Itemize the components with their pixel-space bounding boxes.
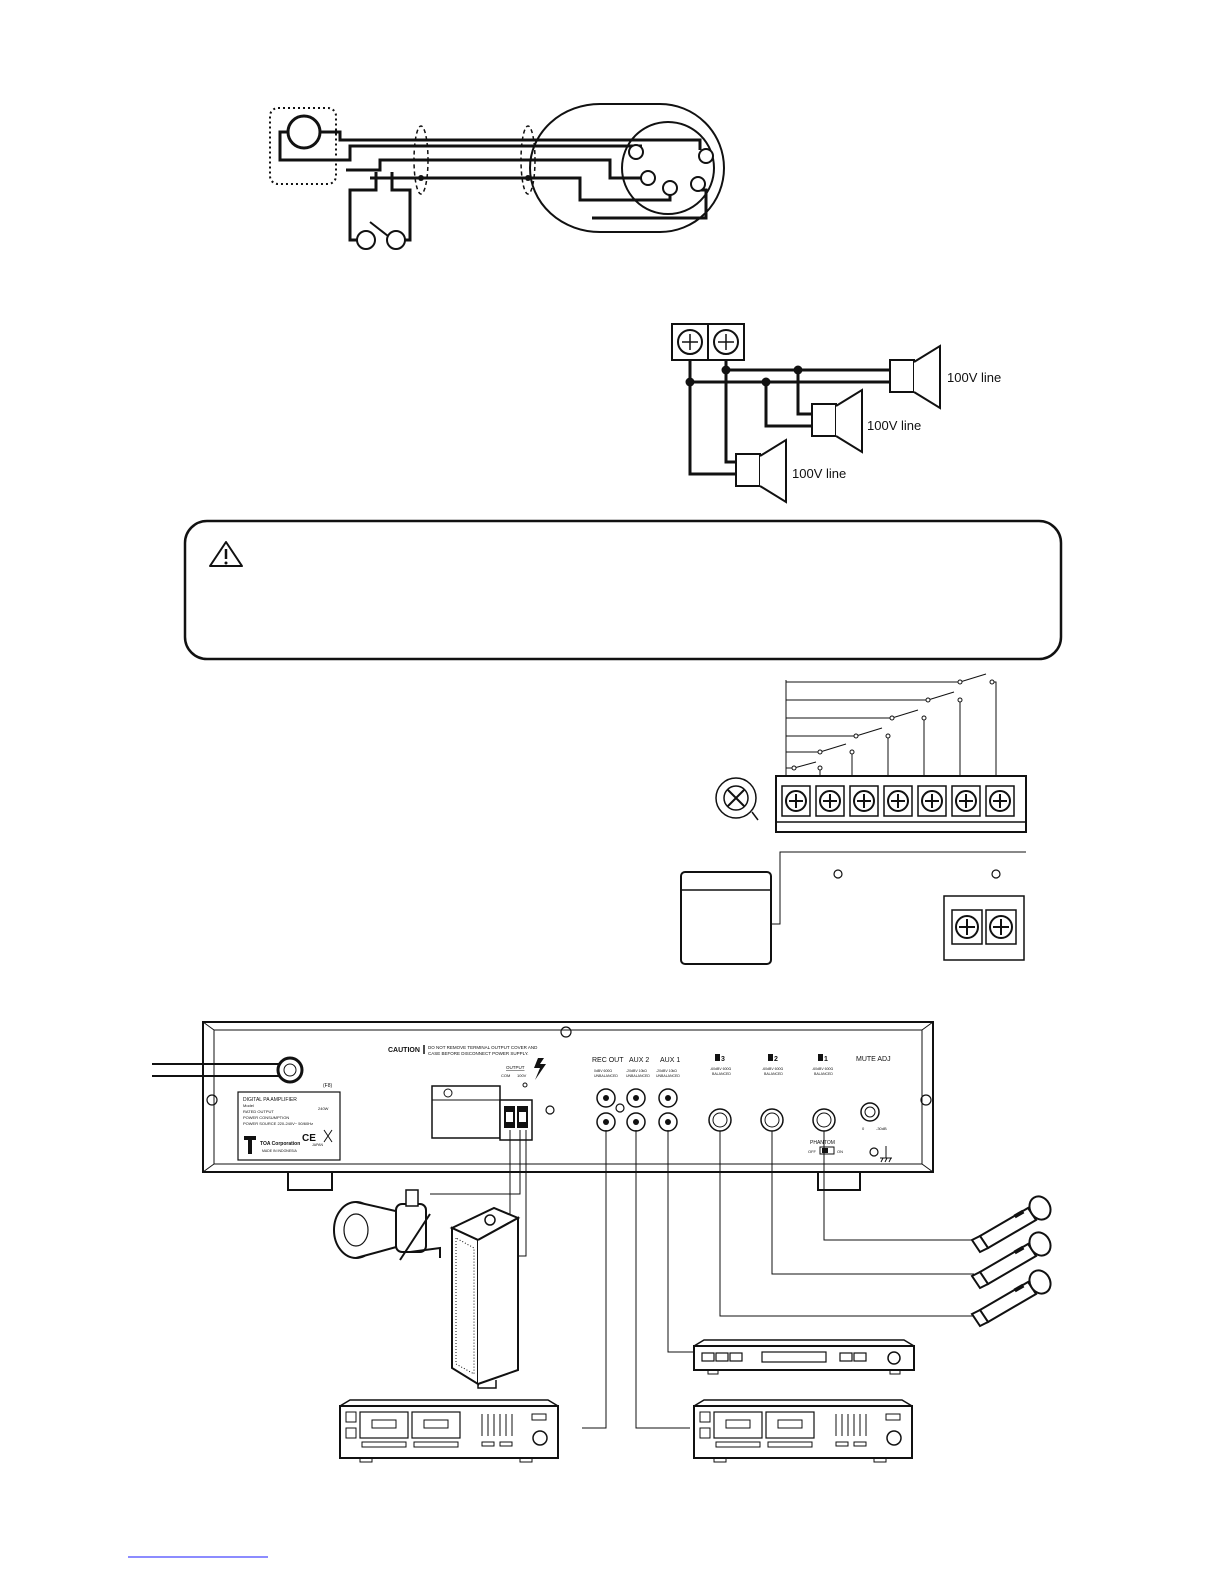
microphone-1	[970, 1195, 1052, 1254]
mic3-label: 3	[721, 1056, 725, 1063]
caution-box	[183, 519, 1063, 661]
mic2-label: 2	[774, 1056, 778, 1063]
high-voltage-icon	[534, 1058, 546, 1080]
rec-out-spec-1: 0dBV 600Ω	[594, 1069, 612, 1073]
mute-terminal-strip	[715, 673, 1027, 833]
ground-icon	[880, 1146, 892, 1163]
amplifier-rear-panel: (F8) DIGITAL PA AMPLIFIER Model RATED OU…	[152, 1021, 934, 1191]
horn-speaker	[333, 1189, 441, 1261]
microphone-3	[970, 1269, 1052, 1328]
mic3-spec-2: BALANCED	[712, 1072, 731, 1076]
microphone-2	[970, 1231, 1052, 1290]
speaker-label-3: 100V line	[792, 466, 846, 481]
mic1-label: 1	[824, 1056, 828, 1063]
aux2-spec-1: -20dBV 10kΩ	[626, 1069, 647, 1073]
ce-mark: CE	[302, 1133, 316, 1144]
speaker-label-2: 100V line	[867, 418, 921, 433]
mic3-spec-1: -60dBV 600Ω	[710, 1067, 731, 1071]
mute-adj-label: MUTE ADJ	[856, 1056, 891, 1063]
speaker-line-wiring: 100V line 100V line 100V line	[671, 323, 1001, 504]
output-100v-label: 100V	[517, 1073, 527, 1078]
caution-text-1: DO NOT REMOVE TERMINAL OUTPUT COVER AND	[428, 1045, 538, 1050]
weee-icon	[323, 1129, 333, 1143]
fuse-label: (F8)	[323, 1083, 333, 1089]
brand-name: TOA Corporation	[260, 1141, 300, 1147]
phantom-label: PHANTOM	[810, 1140, 835, 1146]
nameplate-line-4: POWER CONSUMPTION	[243, 1115, 289, 1120]
rec-out-label: REC OUT	[592, 1057, 624, 1064]
nameplate-line-1: DIGITAL PA AMPLIFIER	[243, 1097, 297, 1103]
caution-label: CAUTION	[388, 1047, 420, 1054]
mute-min-label: -30dB	[876, 1126, 887, 1131]
nameplate-line-5: POWER SOURCE 220-240V~ 50/60Hz	[243, 1121, 313, 1126]
mic2-spec-1: -60dBV 600Ω	[762, 1067, 783, 1071]
mic1-spec-1: -60dBV 600Ω	[812, 1067, 833, 1071]
made-in-label: MADE IN INDONESIA	[262, 1149, 297, 1153]
cassette-deck-left	[339, 1399, 559, 1463]
aux2-spec-2: UNBALANCED	[626, 1074, 650, 1078]
column-speaker	[449, 1206, 521, 1389]
rec-out-spec-2: UNBALANCED	[594, 1074, 618, 1078]
nameplate-line-3: RATED OUTPUT	[243, 1109, 274, 1114]
speaker-label-1: 100V line	[947, 370, 1001, 385]
mic2-spec-2: BALANCED	[764, 1072, 783, 1076]
nameplate-rated-output: 240W	[318, 1106, 329, 1111]
toa-logo-icon	[244, 1136, 256, 1154]
phantom-off-label: OFF	[808, 1149, 817, 1154]
aux2-label: AUX 2	[629, 1057, 649, 1064]
output-cover-detail	[680, 851, 1026, 965]
tuner-unit	[693, 1339, 915, 1375]
aux1-spec-2: UNBALANCED	[656, 1074, 680, 1078]
microphones	[970, 1195, 1052, 1328]
nameplate-line-2: Model	[243, 1103, 254, 1108]
connection-lines	[430, 1130, 976, 1429]
nameplate	[237, 1091, 341, 1161]
japan-label: JAPAN	[312, 1143, 323, 1147]
output-label: OUTPUT	[506, 1065, 525, 1070]
caution-text-2: CASE BEFORE DISCONNECT POWER SUPPLY.	[428, 1051, 529, 1056]
mic1-spec-2: BALANCED	[814, 1072, 833, 1076]
aux1-spec-1: -20dBV 10kΩ	[656, 1069, 677, 1073]
aux1-label: AUX 1	[660, 1057, 680, 1064]
mic-connector-wiring	[269, 103, 725, 250]
phantom-on-label: ON	[837, 1149, 843, 1154]
mute-0-label: 0	[862, 1126, 865, 1131]
output-com-label: COM	[501, 1073, 510, 1078]
cassette-deck-right	[693, 1399, 913, 1463]
